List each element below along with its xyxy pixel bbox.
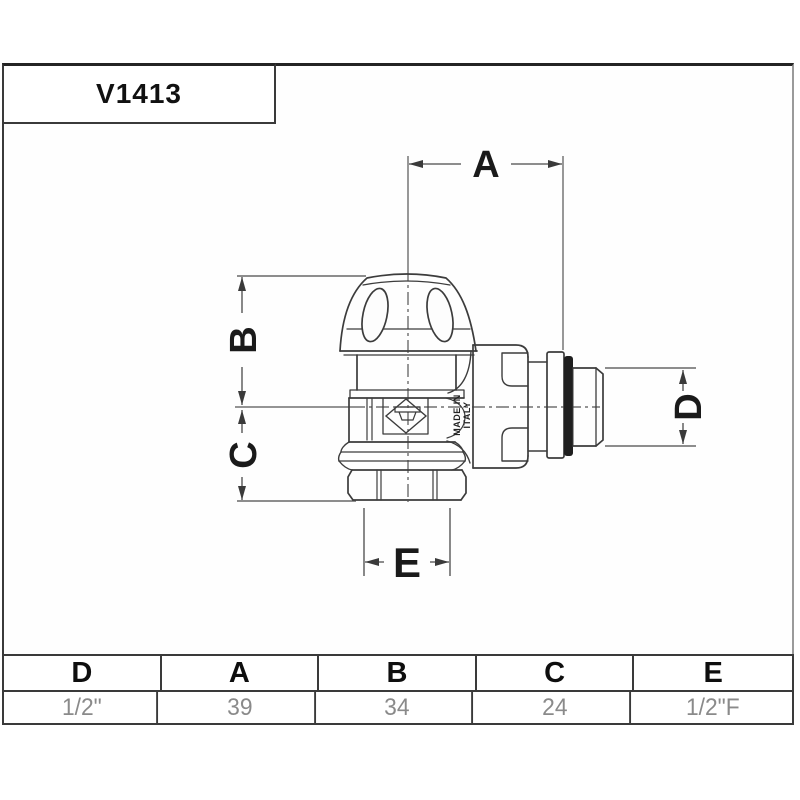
flange bbox=[546, 351, 565, 459]
dim-label-a: A bbox=[472, 144, 499, 186]
cap-slot-left bbox=[361, 287, 389, 343]
model-number: V1413 bbox=[96, 78, 182, 109]
engraving-italy: ITALY bbox=[462, 401, 472, 428]
spec-header-a: A bbox=[161, 656, 320, 692]
spec-header-c: C bbox=[476, 656, 635, 692]
spec-value-a: 39 bbox=[166, 692, 316, 723]
dim-label-e: E bbox=[393, 539, 421, 586]
spec-header-b: B bbox=[319, 656, 477, 692]
outlet-connection bbox=[546, 351, 604, 459]
thread-end bbox=[595, 367, 604, 447]
dim-label-c: C bbox=[223, 441, 265, 468]
title-block: V1413 bbox=[2, 63, 276, 124]
spec-table: D A B C E 1/2" 39 34 24 1/2"F bbox=[2, 654, 794, 725]
spec-header-d: D bbox=[4, 656, 162, 692]
flow-diamond bbox=[384, 398, 428, 434]
bonnet-hex bbox=[472, 344, 548, 469]
o-ring bbox=[564, 356, 573, 456]
valve-cap bbox=[339, 273, 478, 356]
dim-label-b: B bbox=[223, 326, 265, 353]
spec-value-c: 24 bbox=[481, 692, 631, 723]
center-lines bbox=[235, 156, 600, 502]
cap-slot-right bbox=[426, 287, 454, 343]
flow-symbol bbox=[394, 406, 421, 421]
engraving-made-in: MADE IN bbox=[452, 394, 462, 436]
dimension-lines bbox=[237, 163, 696, 576]
drawing-frame bbox=[2, 63, 794, 725]
spec-value-e: 1/2"F bbox=[686, 693, 741, 721]
valve-main-body bbox=[348, 397, 456, 443]
valve-neck bbox=[348, 354, 465, 399]
spec-value-b: 34 bbox=[323, 692, 473, 723]
union-nut bbox=[337, 441, 467, 501]
dimension-arrows bbox=[238, 160, 687, 566]
spec-header-e: E bbox=[634, 656, 792, 692]
spec-value-d: 1/2" bbox=[8, 692, 158, 723]
valve-body-outline bbox=[337, 273, 604, 501]
dim-label-d: D bbox=[668, 393, 710, 420]
